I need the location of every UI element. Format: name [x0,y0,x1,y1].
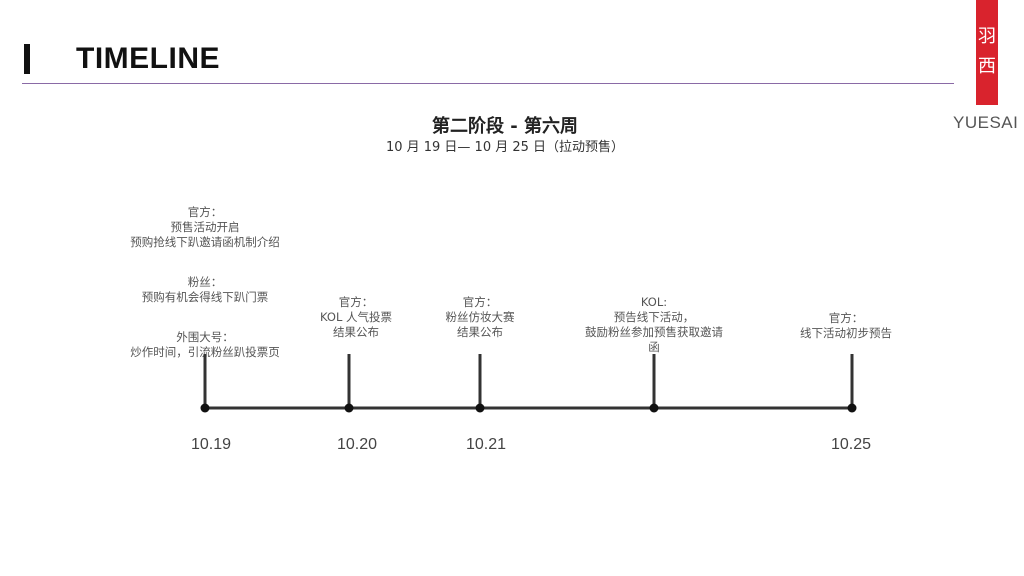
date-label-1020: 10.20 [336,436,378,453]
date-label-1025: 10.25 [830,436,872,453]
title-divider [22,83,954,84]
note-block: 外围大号：炒作时间，引流粉丝趴投票页 [130,330,280,359]
timeline-marker-kol [649,354,659,413]
event-note-kol: KOL:预告线下活动，鼓励粉丝参加预售获取邀请函 [585,295,723,354]
phase-date-range: 10 月 19 日— 10 月 25 日（拉动预售） [385,140,625,155]
timeline-marker-1020 [344,354,354,413]
date-label-1021: 10.21 [465,436,507,453]
timeline-dot [344,403,354,413]
timeline-dot [649,403,659,413]
title-marker [24,44,30,74]
timeline-dot [847,403,857,413]
event-note-1021: 官方：粉丝仿妆大赛结果公布 [445,295,515,339]
timeline-dot [475,403,485,413]
note-block: 官方：预售活动开启预购抢线下趴邀请函机制介绍 [130,205,280,249]
event-note-1020: 官方：KOL 人气投票结果公布 [319,295,393,339]
note-block: 粉丝：预购有机会得线下趴门票 [141,275,269,304]
brand-logo-text: YUESAI [953,113,1019,132]
event-note-1019: 官方：预售活动开启预购抢线下趴邀请函机制介绍 粉丝：预购有机会得线下趴门票 外围… [105,190,305,385]
page-title: TIMELINE [76,42,220,75]
brand-logo-glyph: 羽西 [978,26,996,77]
timeline-marker-1025 [847,354,857,413]
timeline-marker-1021 [475,354,485,413]
date-label-1019: 10.19 [190,436,232,453]
event-note-1025: 官方：线下活动初步预告 [800,311,892,340]
phase-title: 第二阶段 - 第六周 [431,116,578,137]
brand-logo: 羽西 [976,0,998,105]
timeline-dot [200,403,210,413]
